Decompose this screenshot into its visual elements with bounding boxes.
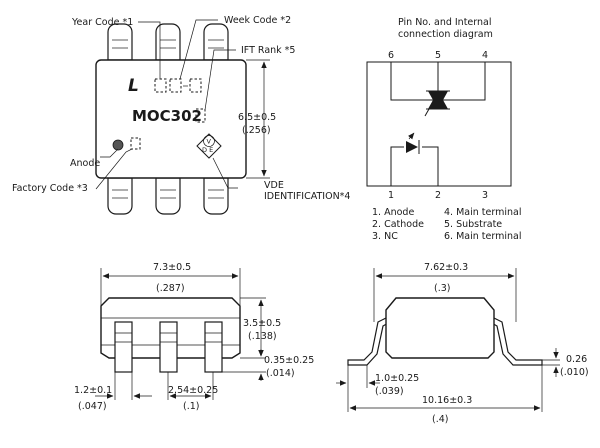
pin-width-label: 1.2±0.1	[74, 385, 112, 396]
svg-text:V: V	[207, 138, 212, 146]
week-code-box-1	[169, 78, 182, 93]
foot-length-label: 1.0±0.25	[375, 373, 419, 384]
year-code-label: Year Code *1	[71, 17, 133, 28]
end-view: 7.62±0.3 (.3) 0.26 (.010) 1.0±0.25 (.039…	[336, 262, 589, 425]
pin-number-2: 2	[435, 190, 441, 201]
package-body-top	[95, 59, 247, 179]
height-dim-inch: (.256)	[242, 125, 271, 136]
side-height-label: 3.5±0.5	[243, 318, 281, 329]
factory-code-box	[130, 137, 141, 150]
bottom-pin-row	[107, 177, 229, 215]
overall-inch: (.4)	[432, 414, 448, 425]
pitch-label: 2.54±0.25	[168, 385, 218, 396]
diagram-frame	[366, 61, 512, 187]
triac-symbol-icon	[390, 62, 486, 117]
package-body-end	[385, 297, 495, 359]
anode-label: Anode	[70, 158, 100, 169]
led-symbol-icon	[390, 132, 439, 186]
diagram-title-2: connection diagram	[398, 29, 493, 40]
side-height-inch: (.138)	[248, 331, 277, 342]
legend-item-5: 5. Substrate	[444, 219, 502, 230]
pin-width-inch: (.047)	[78, 401, 107, 412]
pitch-inch: (.1)	[183, 401, 199, 412]
side-pins	[114, 321, 223, 373]
logo-mark: L	[128, 76, 139, 96]
top-pin-row	[107, 23, 229, 61]
legend-item-3: 3. NC	[372, 231, 398, 242]
pin-number-5: 5	[435, 50, 441, 61]
pin-number-6: 6	[388, 50, 394, 61]
legend-item-4: 4. Main terminal	[444, 207, 521, 218]
week-code-label: Week Code *2	[224, 15, 291, 26]
lead-thickness-inch: (.010)	[560, 367, 589, 378]
standoff-label: 0.35±0.25	[264, 355, 314, 366]
pin-number-3: 3	[482, 190, 488, 201]
legend-item-6: 6. Main terminal	[444, 231, 521, 242]
legend-item-2: 2. Cathode	[372, 219, 424, 230]
ift-rank-box	[195, 108, 206, 123]
pin-number-4: 4	[482, 50, 488, 61]
side-width-label: 7.3±0.5	[153, 262, 191, 273]
standoff-inch: (.014)	[266, 368, 295, 379]
side-width-inch: (.287)	[156, 283, 185, 294]
connection-diagram: Pin No. and Internal connection diagram …	[366, 17, 521, 242]
row-spacing-inch: (.3)	[434, 283, 450, 294]
foot-length-inch: (.039)	[375, 386, 404, 397]
vde-label-2: IDENTIFICATION*4	[264, 191, 350, 202]
anode-dot-icon	[112, 139, 124, 151]
overall-label: 10.16±0.3	[422, 395, 472, 406]
legend-item-1: 1. Anode	[372, 207, 414, 218]
row-spacing-label: 7.62±0.3	[424, 262, 468, 273]
side-view: 7.3±0.5 (.287) 3.5±0.5 (.138) 0.35±0.25 …	[74, 262, 314, 412]
factory-code-label: Factory Code *3	[12, 183, 88, 194]
top-view: L MOC302 V D E Year Code *1 Week Code *2…	[12, 15, 350, 215]
part-number-mark: MOC302	[132, 107, 202, 125]
svg-text:D E: D E	[202, 146, 213, 154]
week-code-box-2	[189, 78, 202, 93]
lead-thickness-label: 0.26	[566, 354, 587, 365]
ift-rank-label: IFT Rank *5	[241, 45, 295, 56]
right-lead	[489, 317, 543, 366]
height-dim-label: 6.5±0.5	[238, 112, 276, 123]
pin-number-1: 1	[388, 190, 394, 201]
year-code-box	[154, 78, 167, 93]
left-lead	[347, 317, 391, 366]
diagram-title-1: Pin No. and Internal	[398, 17, 492, 28]
vde-label-1: VDE	[264, 180, 284, 191]
vde-mark-icon: V D E	[196, 133, 222, 159]
